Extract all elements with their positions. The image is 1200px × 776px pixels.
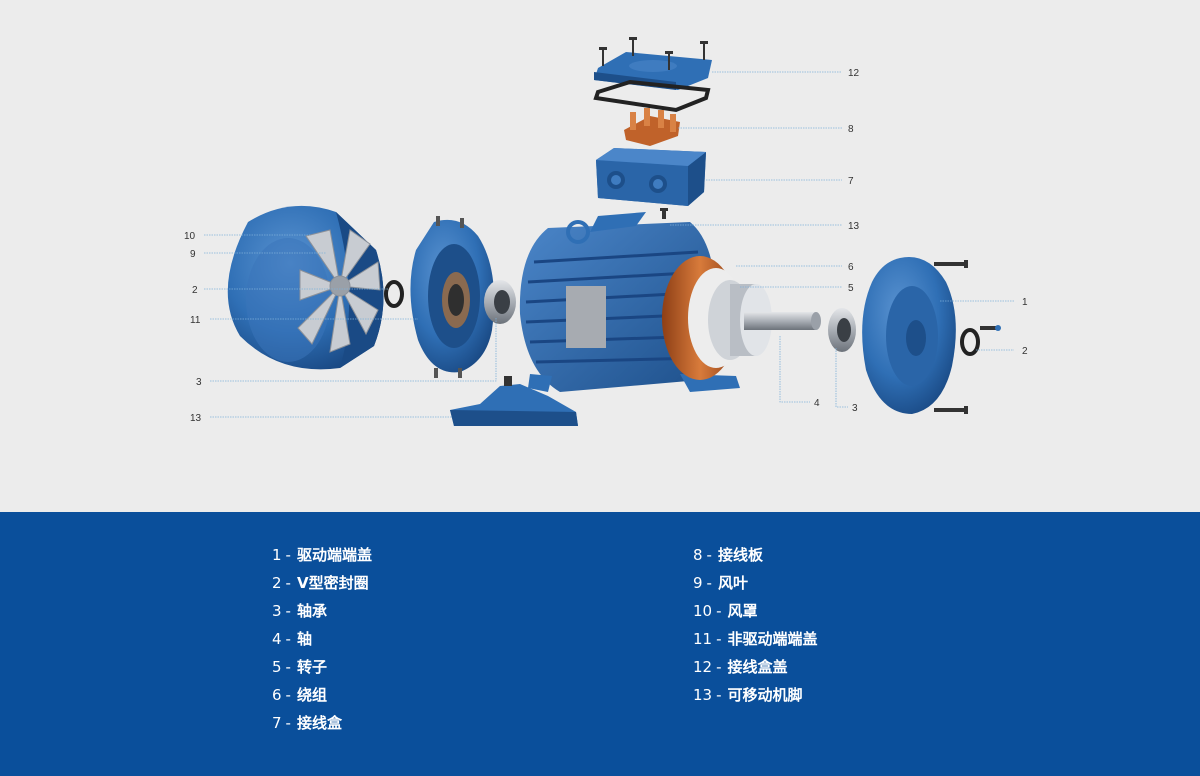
- legend-item: 4-轴: [272, 630, 312, 648]
- callout-2: 2: [192, 285, 198, 296]
- legend-item: 10-风罩: [693, 602, 758, 620]
- fan: [297, 229, 381, 353]
- de-end-shield: [862, 257, 1001, 414]
- legend-item: 13-可移动机脚: [693, 686, 803, 704]
- callout-6: 6: [848, 262, 854, 273]
- legend-item: 12-接线盒盖: [693, 658, 788, 676]
- callout-12: 12: [848, 68, 860, 79]
- legend-panel: 1-驱动端端盖 2-V型密封圈 3-轴承 4-轴 5-转子 6-绕组 7-接线盒…: [0, 512, 1200, 776]
- callout-4: 4: [814, 398, 820, 409]
- leader-lines: [204, 71, 1014, 418]
- legend-item: 1-驱动端端盖: [272, 546, 372, 564]
- stator-frame: [519, 212, 740, 392]
- nde-end-shield: [410, 216, 495, 378]
- callout-13: 13: [190, 413, 202, 424]
- callout-11: 11: [190, 315, 201, 326]
- diagram-svg: 12 8 7 13 6 5 1 2 4 3 10 9 2 11 3 13: [184, 37, 1028, 426]
- legend-item: 9-风叶: [693, 574, 748, 592]
- legend-item: 6-绕组: [272, 686, 327, 704]
- exploded-motor-diagram: 12 8 7 13 6 5 1 2 4 3 10 9 2 11 3 13: [184, 37, 1028, 426]
- terminal-box: [596, 148, 706, 206]
- legend-item: 7-接线盒: [272, 714, 342, 732]
- rotor: [708, 280, 772, 360]
- shaft: [744, 312, 821, 330]
- small-bolt: [660, 208, 668, 219]
- removable-foot: [450, 376, 578, 426]
- callout-labels: 12 8 7 13 6 5 1 2 4 3 10 9 2 11 3 13: [184, 68, 1028, 424]
- callout-2: 2: [1022, 346, 1028, 357]
- legend-item: 2-V型密封圈: [272, 574, 369, 592]
- callout-9: 9: [190, 249, 196, 260]
- callout-10: 10: [184, 231, 196, 242]
- legend-item: 5-转子: [272, 658, 327, 676]
- callout-8: 8: [848, 124, 854, 135]
- callout-3: 3: [852, 403, 858, 414]
- v-ring-left: [384, 280, 404, 308]
- callout-13: 13: [848, 221, 860, 232]
- bearing-right: [828, 308, 856, 352]
- terminal-box-cover: [594, 37, 712, 90]
- legend-column-right: 8-接线板 9-风叶 10-风罩 11-非驱动端端盖 12-接线盒盖 13-可移…: [693, 546, 818, 714]
- callout-3: 3: [196, 377, 202, 388]
- legend-item: 11-非驱动端端盖: [693, 630, 818, 648]
- v-ring-right: [960, 328, 980, 356]
- bearing-left: [484, 280, 516, 324]
- legend-column-left: 1-驱动端端盖 2-V型密封圈 3-轴承 4-轴 5-转子 6-绕组 7-接线盒: [272, 546, 372, 742]
- legend-item: 3-轴承: [272, 602, 327, 620]
- callout-1: 1: [1022, 297, 1028, 308]
- gasket: [593, 79, 711, 113]
- terminal-board: [624, 108, 680, 146]
- legend-item: 8-接线板: [693, 546, 763, 564]
- callout-5: 5: [848, 283, 854, 294]
- callout-7: 7: [848, 176, 854, 187]
